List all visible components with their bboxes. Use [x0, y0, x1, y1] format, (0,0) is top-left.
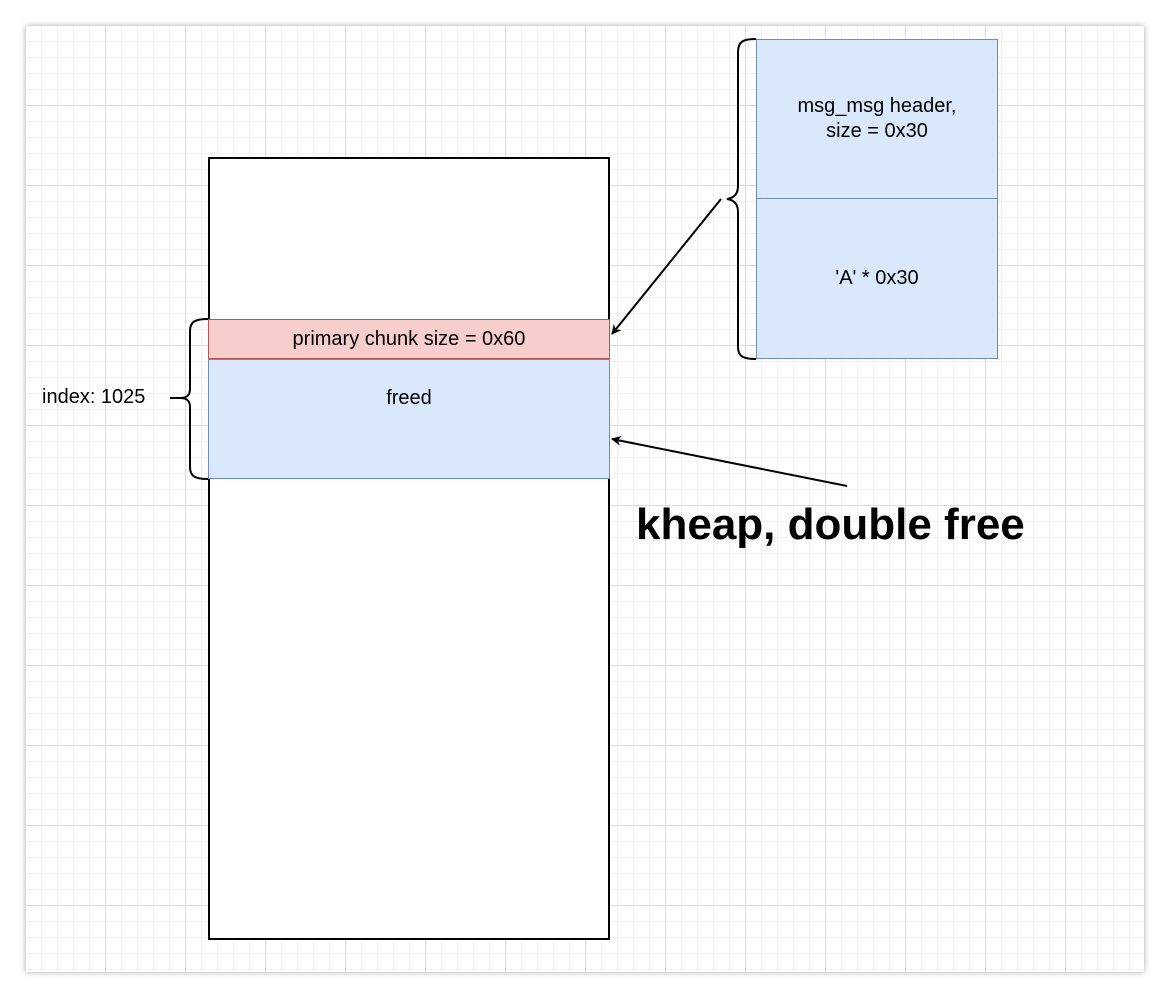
msg-msg-header-box[interactable]: msg_msg header, size = 0x30	[756, 39, 998, 199]
msg-data-box[interactable]: 'A' * 0x30	[756, 198, 998, 359]
primary-chunk-label: primary chunk size = 0x60	[292, 327, 526, 350]
msg-header-label: msg_msg header, size = 0x30	[798, 94, 957, 144]
msg-header-line2: size = 0x30	[826, 120, 928, 142]
freed-label: freed	[386, 387, 432, 409]
freed-region[interactable]: freed	[208, 359, 610, 479]
index-label: index: 1025	[42, 386, 146, 408]
msg-data-label: 'A' * 0x30	[835, 267, 919, 289]
memory-block[interactable]	[208, 157, 610, 940]
msg-header-line1: msg_msg header,	[797, 95, 957, 117]
primary-chunk[interactable]: primary chunk size = 0x60	[208, 319, 610, 359]
diagram-title: kheap, double free	[636, 500, 1025, 549]
